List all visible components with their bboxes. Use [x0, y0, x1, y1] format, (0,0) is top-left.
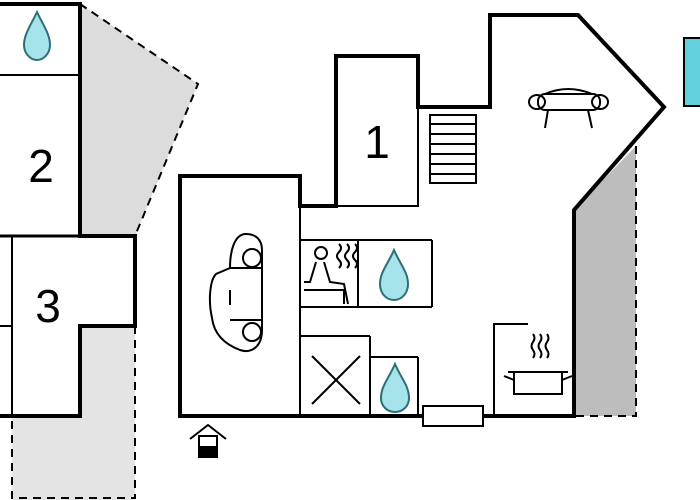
storage-cross-icon	[311, 355, 361, 405]
room-label-3: 3	[35, 280, 61, 332]
terrace-right	[574, 146, 636, 416]
bottom-wall-window	[422, 405, 484, 427]
kitchen-wall	[493, 323, 528, 416]
left-building-wall	[0, 2, 137, 418]
cooking-pot-icon	[503, 333, 573, 395]
main-house-outer-wall	[178, 13, 667, 418]
sauna-icon	[304, 243, 358, 305]
water-drop-icon	[22, 9, 52, 62]
terrace-lower-left	[12, 326, 135, 500]
water-drop-icon	[379, 361, 411, 414]
left-building: 2 3	[0, 2, 200, 500]
water-drop-icon	[378, 247, 410, 302]
terrace-lower-left-dashed-edge	[11, 326, 136, 499]
room-label-1: 1	[364, 116, 390, 168]
terrace-right-dashed-edge	[574, 146, 637, 417]
main-house: 1	[178, 13, 667, 458]
stairs-icon	[429, 114, 477, 184]
terrace-upper-left-dashed-edge	[79, 3, 200, 237]
sofa-icon	[528, 88, 609, 129]
room-label-2: 2	[28, 140, 54, 192]
terrace-upper-left	[80, 4, 198, 236]
entrance-icon	[189, 423, 227, 458]
car-icon	[208, 232, 263, 352]
pool	[683, 37, 700, 107]
room-1-wall	[336, 107, 419, 207]
